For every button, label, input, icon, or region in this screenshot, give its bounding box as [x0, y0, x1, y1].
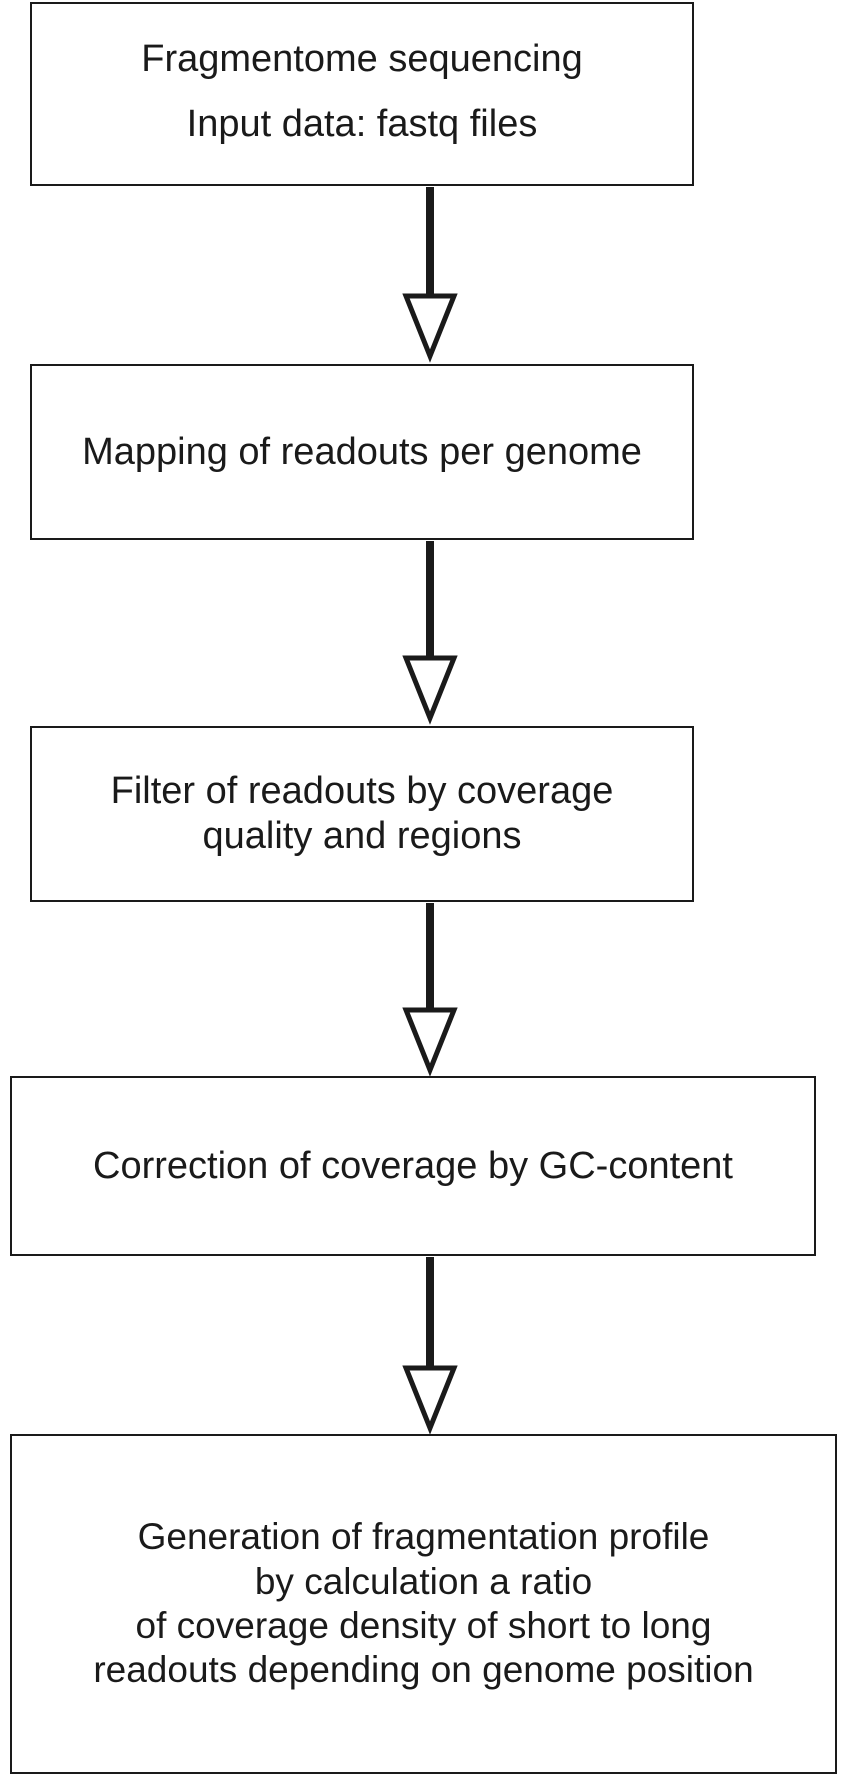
step-box-fragmentome-sequencing: Fragmentome sequencing Input data: fastq…: [30, 2, 694, 186]
step-text-line: of coverage density of short to long: [135, 1605, 712, 1646]
step-box-fragmentation-profile: Generation of fragmentation profile by c…: [10, 1434, 837, 1774]
step-text-line: Fragmentome sequencing: [141, 38, 583, 81]
step-text-line: Mapping of readouts per genome: [82, 430, 642, 473]
arrow-2-to-3: [402, 541, 458, 725]
step-box-filter: Filter of readouts by coverage quality a…: [30, 726, 694, 902]
step-box-gc-correction: Correction of coverage by GC-content: [10, 1076, 816, 1256]
step-text-line: Filter of readouts by coverage: [110, 770, 614, 813]
step-text-line: quality and regions: [202, 815, 522, 857]
step-box-mapping: Mapping of readouts per genome: [30, 364, 694, 540]
step-text-line: Correction of coverage by GC-content: [93, 1144, 733, 1187]
step-text-line: Input data: fastq files: [186, 102, 538, 145]
arrow-4-to-5: [402, 1257, 458, 1435]
arrow-3-to-4: [402, 903, 458, 1077]
step-text-line: Generation of fragmentation profile: [137, 1516, 710, 1558]
step-text-line: readouts depending on genome position: [93, 1649, 754, 1691]
step-text-line: by calculation a ratio: [254, 1560, 593, 1602]
arrow-1-to-2: [402, 187, 458, 363]
